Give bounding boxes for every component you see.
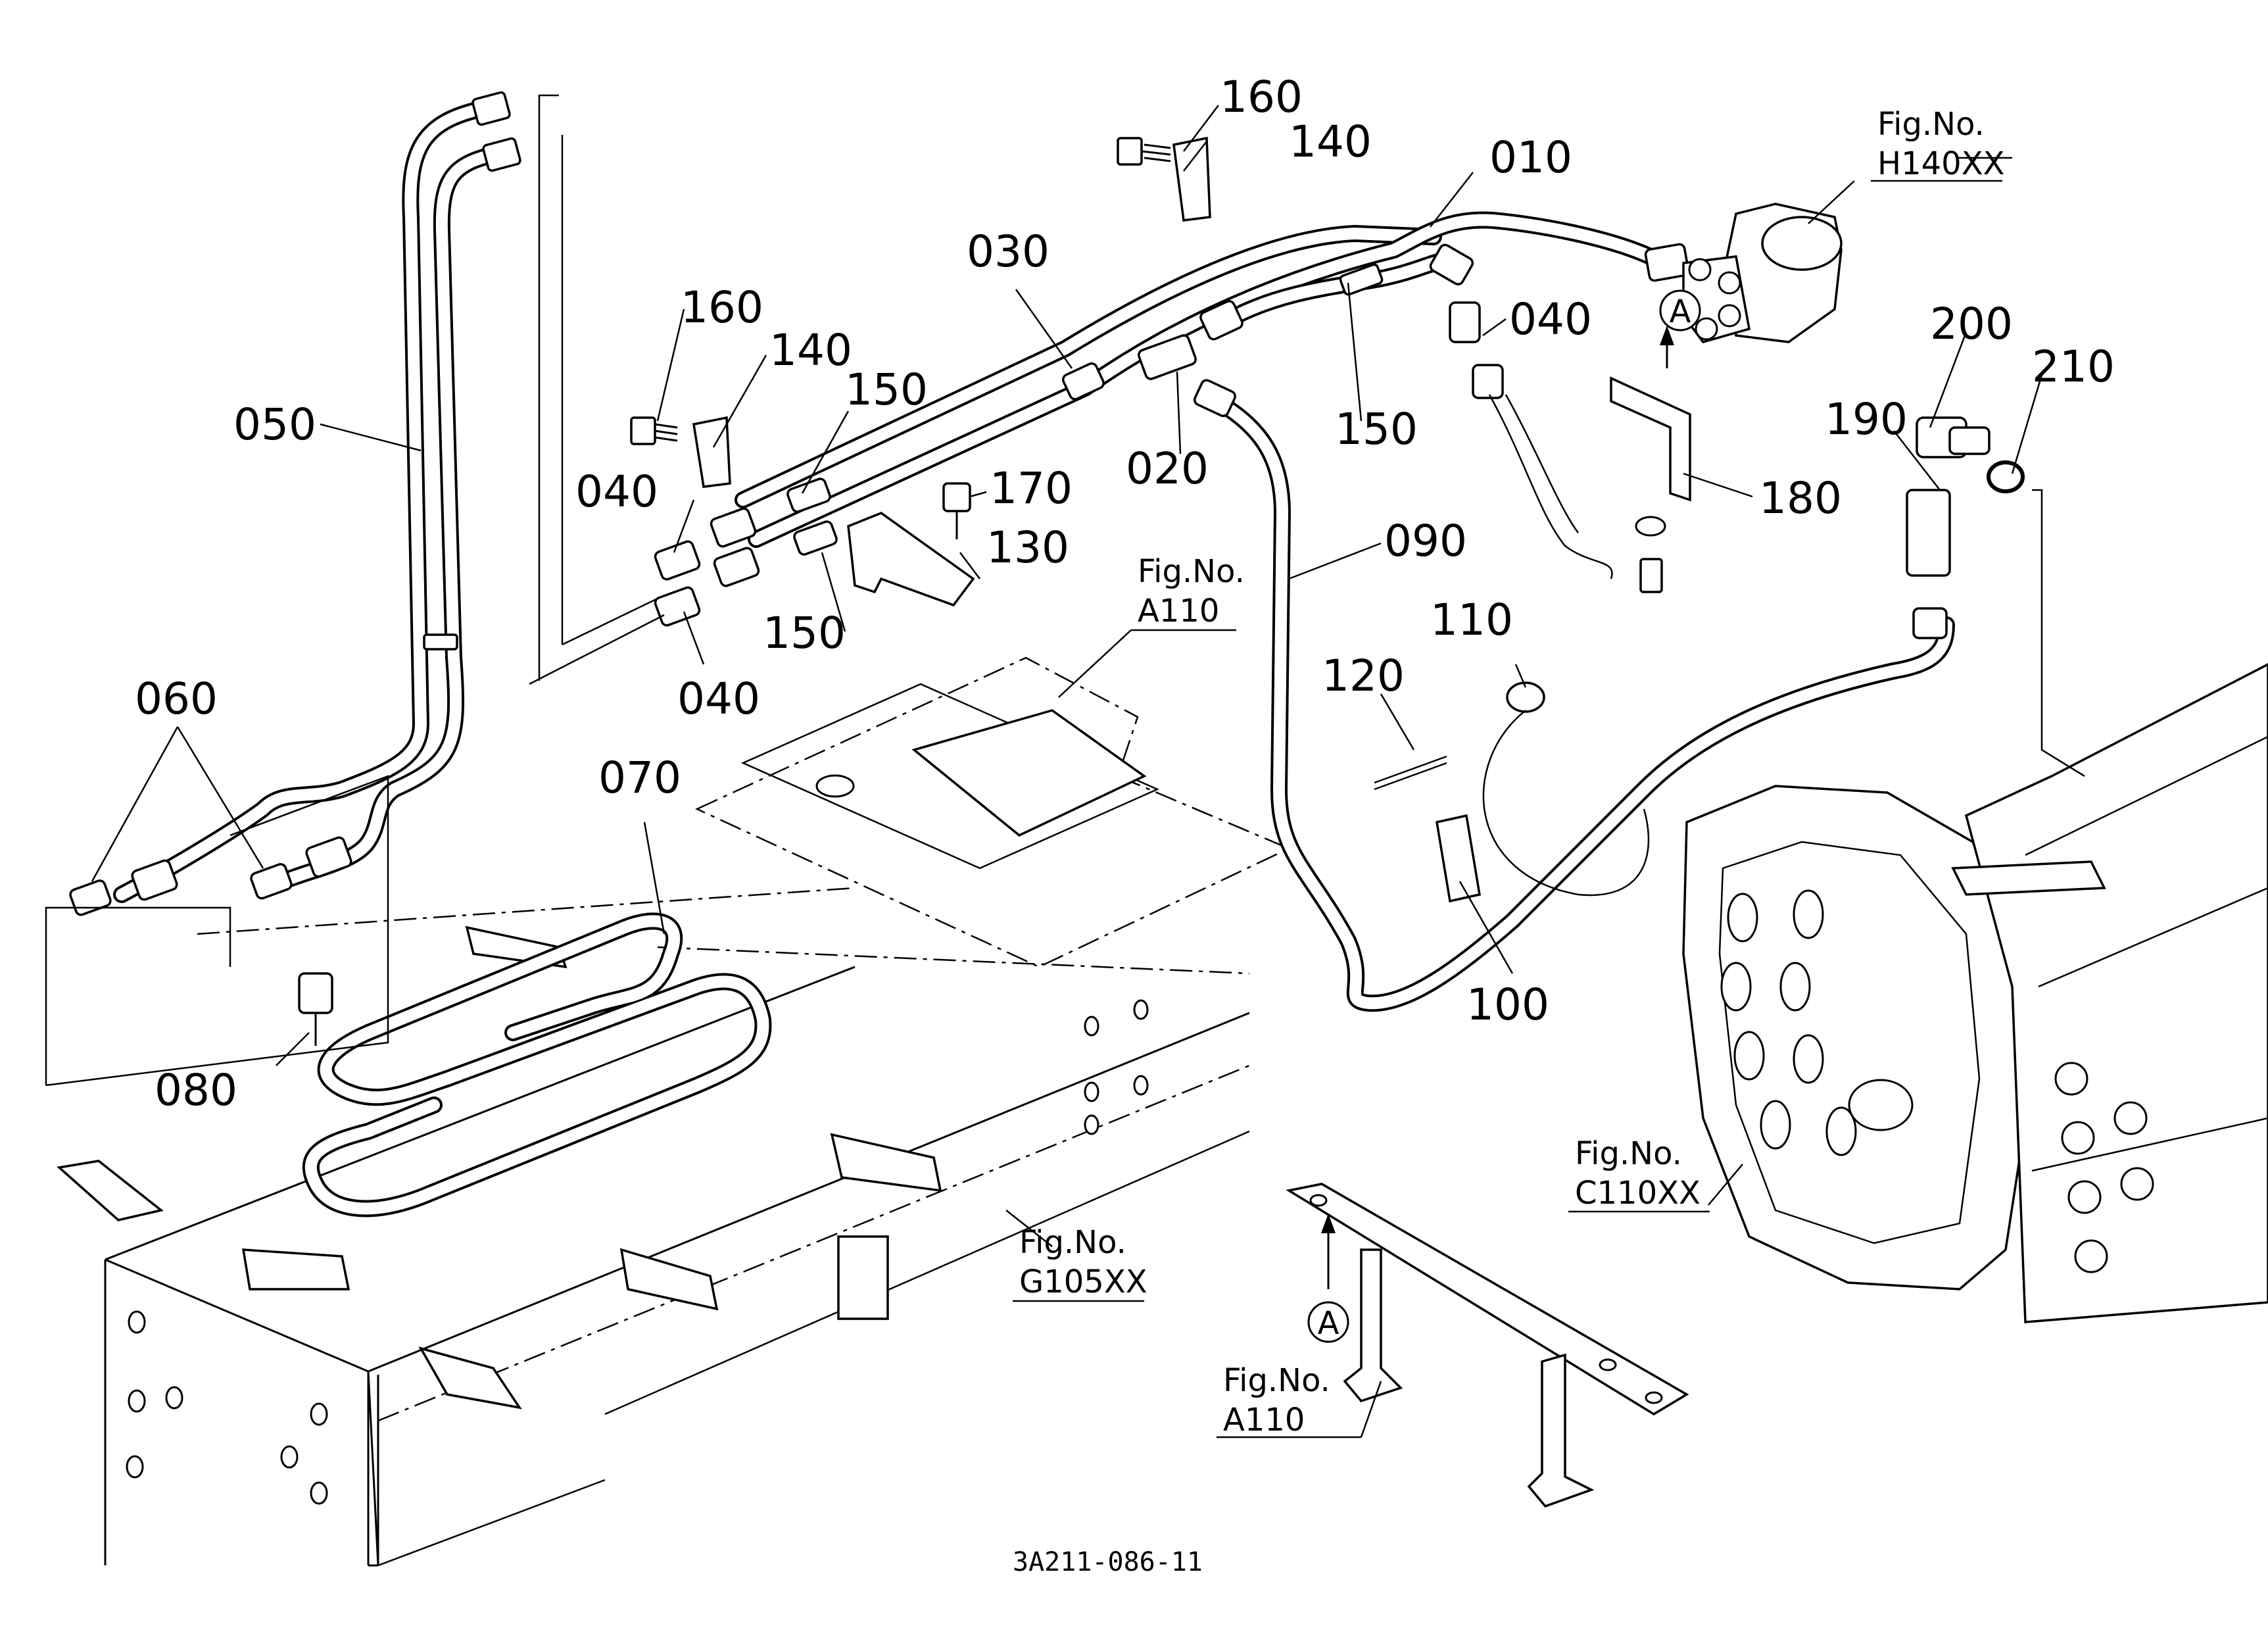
callout-labels: 010 020 030 040 040 040 050 060 070 080 …	[135, 72, 2115, 1116]
figref-h140: Fig.No. H140XX	[1871, 106, 2004, 182]
leader-lines	[45, 94, 2085, 1438]
housing-bosses	[1720, 889, 2154, 1273]
callout-040-left-lower: 040	[677, 674, 760, 724]
callout-030: 030	[967, 226, 1050, 277]
callout-110: 110	[1430, 595, 1513, 645]
callout-200: 200	[1930, 299, 2013, 349]
cross-member	[1286, 1183, 1689, 1508]
svg-text:Fig.No.: Fig.No.	[1223, 1362, 1330, 1399]
callout-150-left-lower: 150	[763, 608, 846, 658]
reference-mark-a-lower: A	[1307, 1301, 1349, 1343]
svg-text:A: A	[1670, 293, 1691, 330]
svg-text:C110XX: C110XX	[1575, 1175, 1701, 1212]
callout-150-left-upper: 150	[845, 364, 928, 415]
callout-080: 080	[155, 1065, 237, 1116]
frame-holes	[126, 999, 1149, 1505]
callout-190: 190	[1825, 394, 1908, 445]
floor-plate	[695, 656, 1291, 968]
callout-040-right: 040	[1509, 294, 1592, 345]
reference-mark-a-upper: A	[1659, 289, 1701, 332]
figref-g105: Fig.No. G105XX	[1013, 1224, 1147, 1302]
callout-160-upper: 160	[1220, 72, 1303, 122]
transmission-housing	[1682, 663, 2268, 1323]
svg-text:A110: A110	[1138, 593, 1219, 629]
pipe-050	[113, 100, 502, 903]
figref-c110: Fig.No. C110XX	[1568, 1135, 1710, 1213]
steering-unit	[1682, 203, 1843, 344]
callout-060: 060	[135, 674, 218, 724]
figref-a110-lower: Fig.No. A110	[1217, 1362, 1361, 1438]
svg-text:A: A	[1318, 1305, 1339, 1342]
callout-160-left: 160	[681, 282, 763, 333]
svg-text:A110: A110	[1223, 1402, 1305, 1438]
svg-text:Fig.No.: Fig.No.	[1575, 1135, 1682, 1172]
reference-arrows	[1321, 326, 1674, 1289]
callout-010: 010	[1489, 132, 1572, 183]
pipe-090	[1208, 393, 1955, 1012]
drawing-number: 3A211-086-11	[1013, 1547, 1203, 1577]
callout-070: 070	[598, 752, 681, 803]
frame-chassis	[57, 887, 1250, 1567]
svg-text:Fig.No.: Fig.No.	[1019, 1224, 1126, 1261]
callout-170: 170	[990, 463, 1073, 514]
reference-marks: A A	[1307, 289, 1701, 1343]
callout-140-upper: 140	[1289, 116, 1372, 167]
pipe-070-cooler	[302, 912, 772, 1217]
callout-020: 020	[1126, 443, 1209, 494]
svg-text:Fig.No.: Fig.No.	[1877, 106, 1985, 143]
callout-120: 120	[1322, 651, 1405, 701]
callout-210: 210	[2032, 341, 2115, 392]
figure-references: Fig.No. H140XX Fig.No. A110 Fig.No. A110…	[1013, 106, 2004, 1438]
fittings	[69, 91, 2025, 1046]
callout-140-left: 140	[769, 325, 852, 376]
callout-100: 100	[1466, 979, 1549, 1030]
callout-130: 130	[986, 522, 1069, 573]
callout-050: 050	[233, 399, 316, 450]
svg-text:G105XX: G105XX	[1019, 1264, 1147, 1300]
callout-040-left-upper: 040	[575, 466, 658, 517]
callout-090: 090	[1384, 516, 1467, 566]
svg-text:Fig.No.: Fig.No.	[1138, 553, 1245, 590]
callout-150-right: 150	[1335, 404, 1418, 455]
svg-text:H140XX: H140XX	[1877, 145, 2004, 182]
callout-180: 180	[1759, 473, 1842, 524]
figref-a110-upper: Fig.No. A110	[1131, 553, 1245, 631]
